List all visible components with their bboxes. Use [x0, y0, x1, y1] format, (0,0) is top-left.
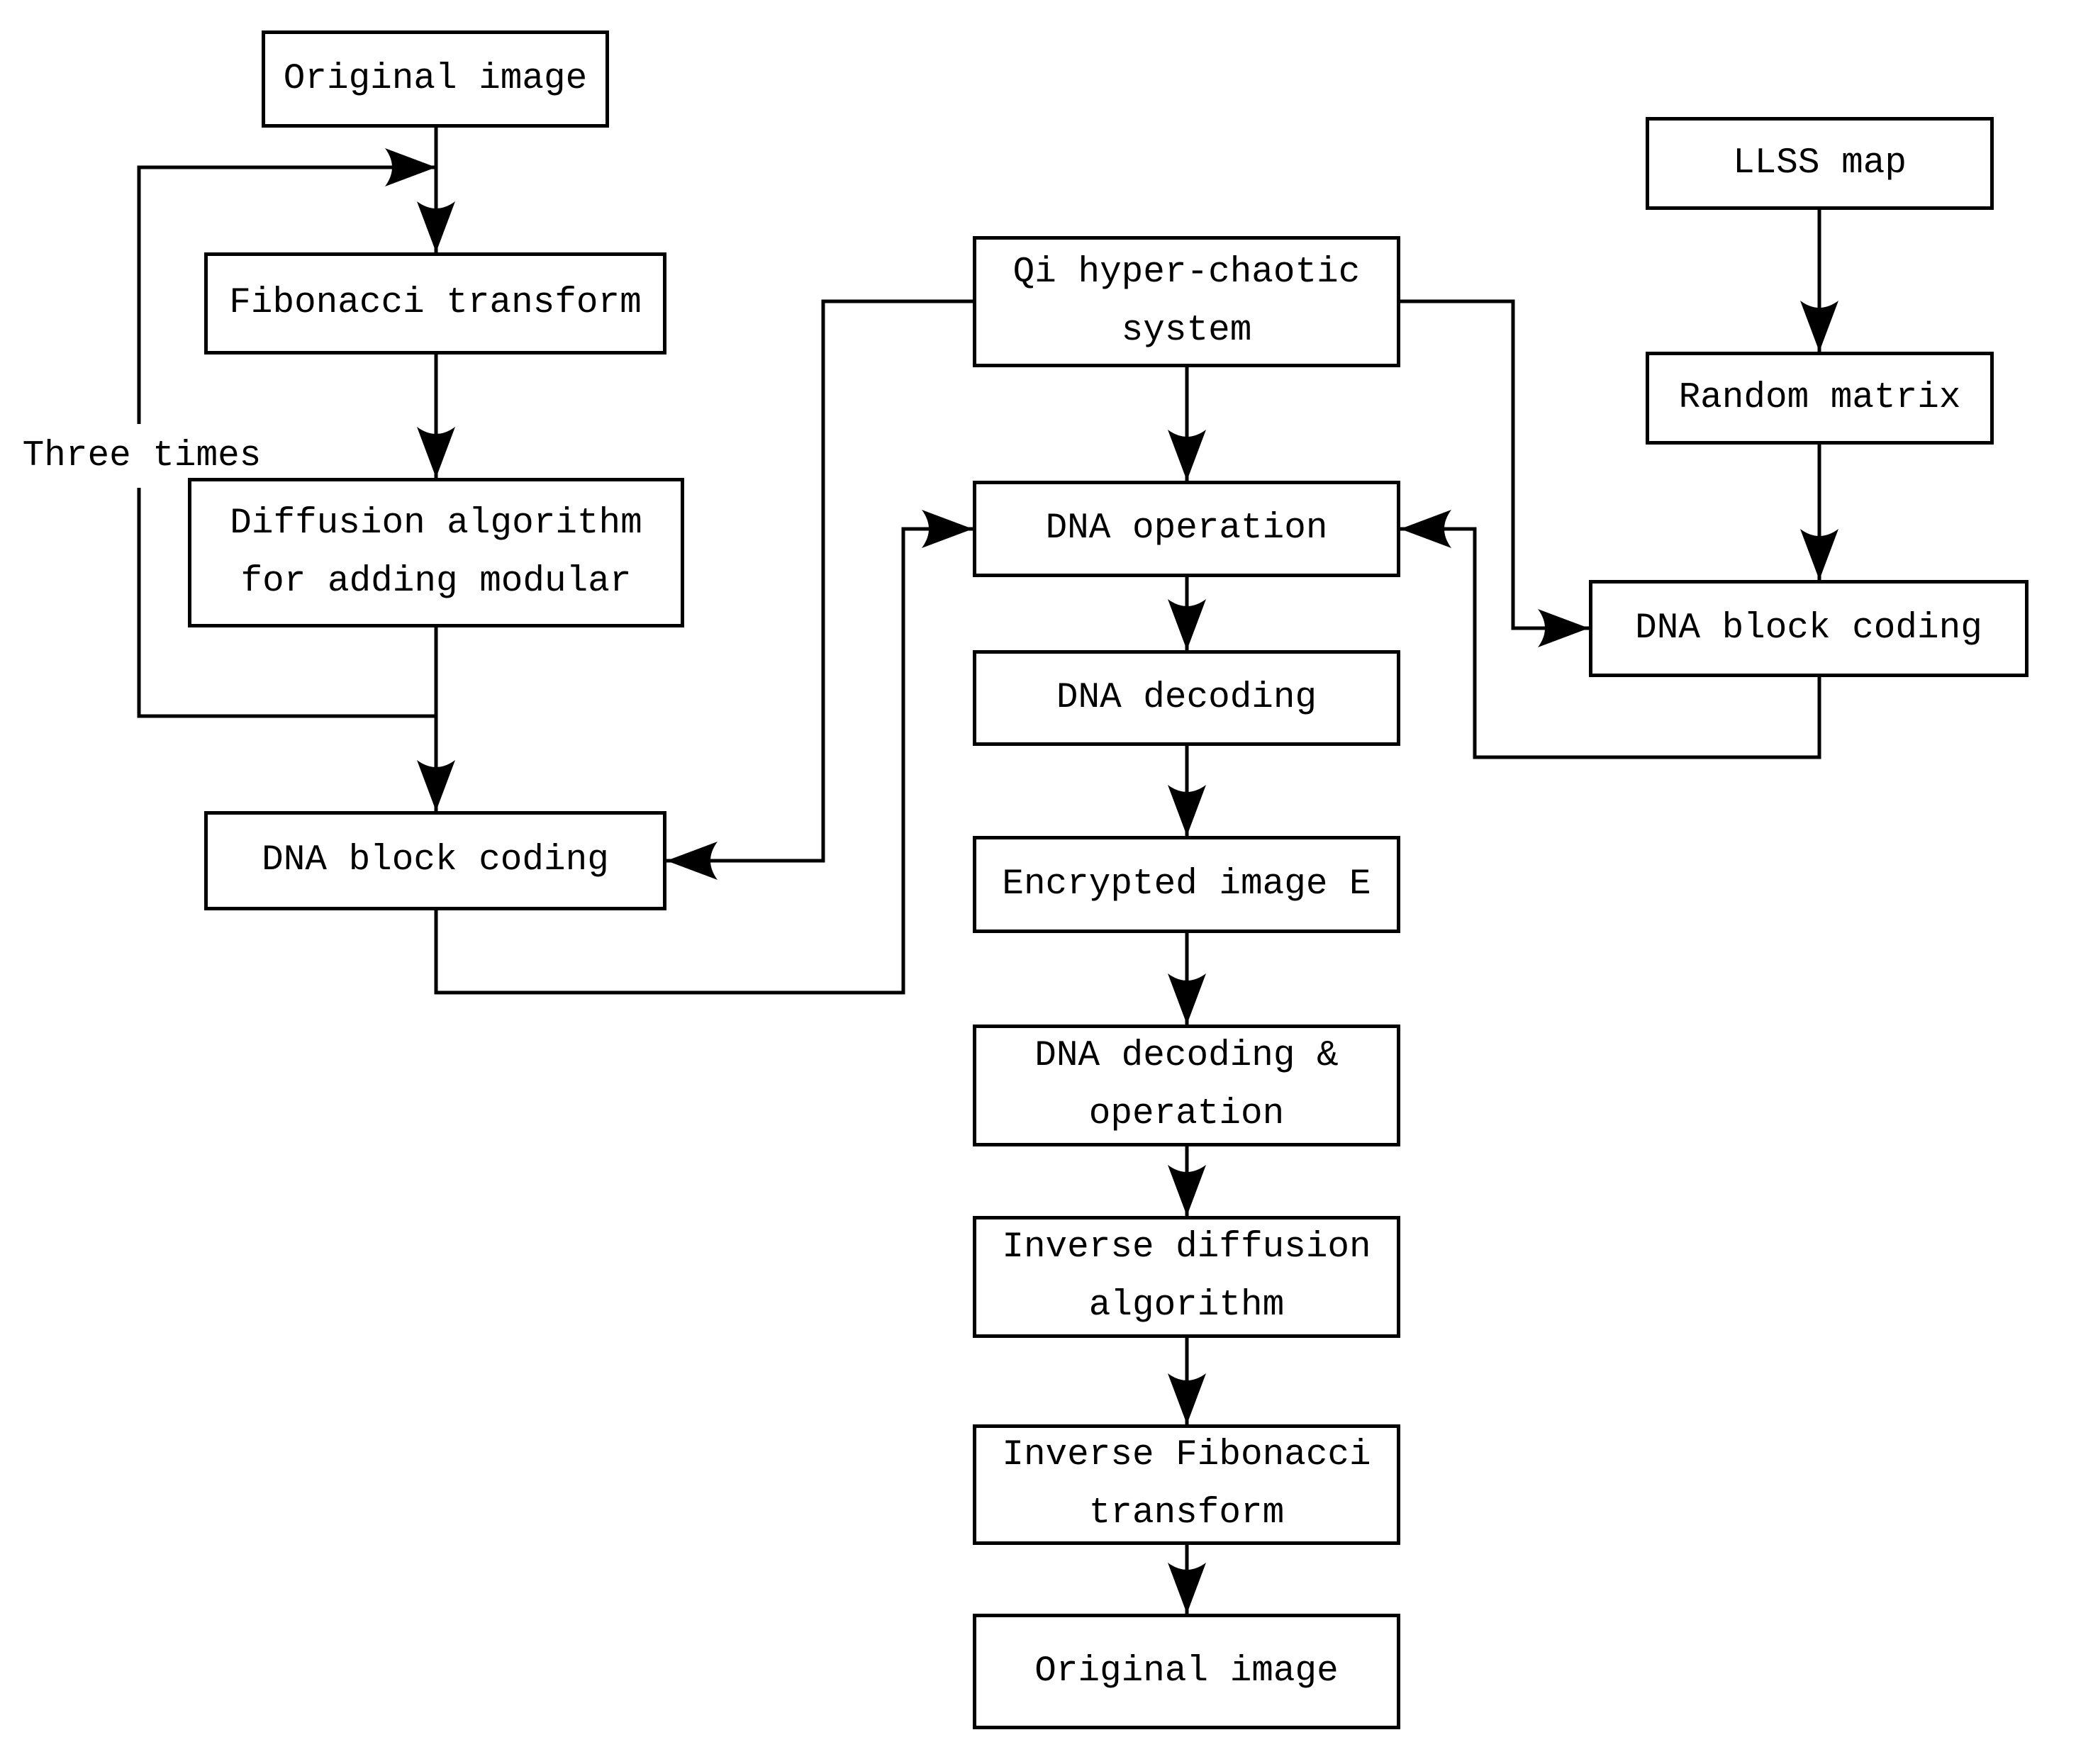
- loop-annotation-label: Three times: [18, 424, 266, 488]
- arrowhead-into-dna-block-coding-right-side-icon: [1538, 609, 1589, 647]
- arrowhead-into-dna-block-coding-right-top-icon: [1800, 529, 1838, 580]
- node-fibonacci-transform: Fibonacci transform: [204, 252, 666, 355]
- node-original-image-bottom: Original image: [973, 1614, 1400, 1729]
- connector-dna-block-coding-left-to-dna-operation: [434, 527, 973, 995]
- node-dna-decoding-and-operation: DNA decoding & operation: [973, 1025, 1400, 1146]
- arrowhead-into-dna-operation-left-icon: [922, 510, 973, 548]
- arrowhead-into-dna-decoding-icon: [1168, 599, 1206, 650]
- arrowhead-into-dna-decoding-operation-icon: [1168, 973, 1206, 1025]
- arrowhead-into-inverse-diffusion-icon: [1168, 1165, 1206, 1216]
- node-original-image-top: Original image: [262, 30, 609, 128]
- node-dna-block-coding-left: DNA block coding: [204, 811, 666, 910]
- connector-qi-to-dna-block-coding-right: [1400, 299, 1589, 630]
- arrowhead-into-dna-operation-right-icon: [1400, 510, 1451, 548]
- node-random-matrix: Random matrix: [1646, 352, 1994, 445]
- arrowhead-into-original-bottom-icon: [1168, 1563, 1206, 1614]
- node-dna-decoding: DNA decoding: [973, 650, 1400, 746]
- arrowhead-into-dna-block-coding-left-top-icon: [417, 760, 455, 811]
- arrowhead-into-diffusion-icon: [417, 427, 455, 478]
- connector-dna-block-coding-right-to-dna-operation: [1400, 527, 1821, 759]
- node-dna-operation: DNA operation: [973, 481, 1400, 577]
- arrowhead-into-random-matrix-icon: [1800, 301, 1838, 352]
- connector-qi-to-dna-block-coding-left: [666, 299, 973, 863]
- node-encrypted-image-e: Encrypted image E: [973, 836, 1400, 933]
- node-inverse-diffusion-algorithm: Inverse diffusion algorithm: [973, 1216, 1400, 1338]
- node-dna-block-coding-right: DNA block coding: [1589, 580, 2028, 677]
- arrowhead-loop-reentry-icon: [385, 148, 436, 186]
- arrowhead-into-inverse-fibonacci-icon: [1168, 1373, 1206, 1424]
- arrowhead-into-fibonacci-icon: [417, 201, 455, 252]
- node-inverse-fibonacci-transform: Inverse Fibonacci transform: [973, 1424, 1400, 1545]
- node-llss-map: LLSS map: [1646, 117, 1994, 210]
- arrowhead-into-dna-block-coding-left-side-icon: [666, 842, 718, 880]
- node-diffusion-algorithm: Diffusion algorithm for adding modular: [188, 478, 684, 627]
- arrowhead-into-encrypted-image-icon: [1168, 785, 1206, 836]
- arrowhead-into-dna-operation-top-icon: [1168, 430, 1206, 481]
- node-qi-hyper-chaotic-system: Qi hyper-chaotic system: [973, 236, 1400, 367]
